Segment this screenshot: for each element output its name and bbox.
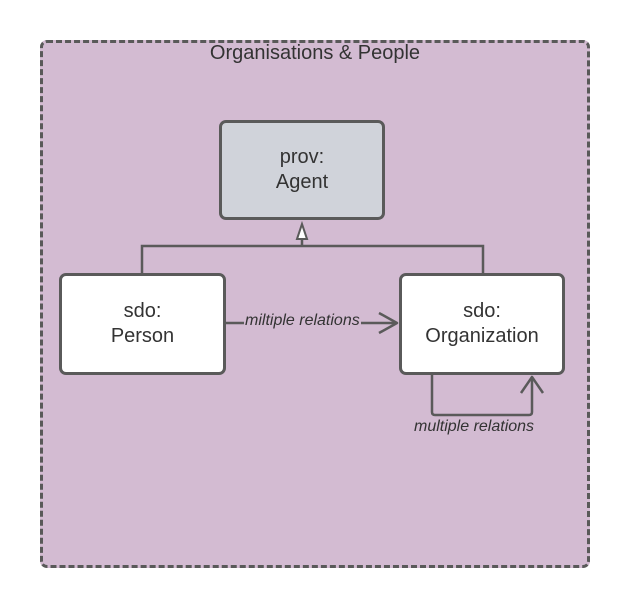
person-node[interactable]: sdo: Person <box>59 273 226 375</box>
person-name: Person <box>110 325 175 347</box>
organization-prefix: sdo: <box>463 300 501 322</box>
organization-node[interactable]: sdo: Organization <box>399 273 565 375</box>
group-title: Organisations & People <box>209 42 421 64</box>
org-self-edge-label: multiple relations <box>414 418 535 435</box>
organization-name: Organization <box>425 325 539 347</box>
agent-prefix: prov: <box>279 146 325 168</box>
agent-name: Agent <box>275 171 329 193</box>
person-org-edge-label: miltiple relations <box>244 312 361 330</box>
agent-node[interactable]: prov: Agent <box>219 120 385 220</box>
person-prefix: sdo: <box>123 300 162 322</box>
